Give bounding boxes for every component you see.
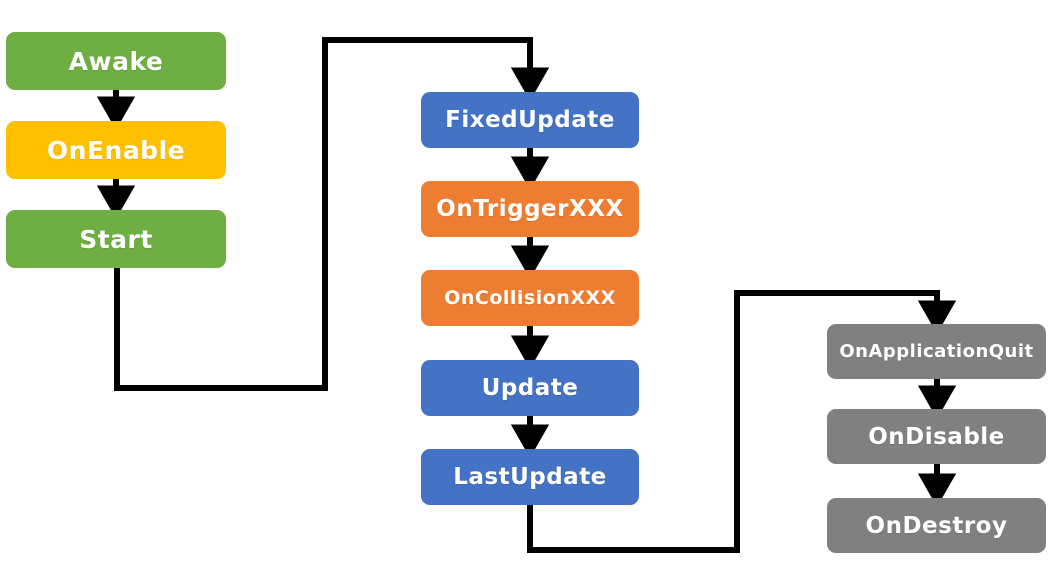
node-label-ondestroy: OnDestroy xyxy=(865,512,1008,539)
node-fixedupdate[interactable]: FixedUpdate xyxy=(421,92,639,148)
node-label-onenable: OnEnable xyxy=(46,135,186,165)
node-start[interactable]: Start xyxy=(6,210,226,268)
node-onenable[interactable]: OnEnable xyxy=(6,121,226,179)
node-oncollisionxxx[interactable]: OnCollisionXXX xyxy=(421,270,639,326)
node-lastupdate[interactable]: LastUpdate xyxy=(421,449,639,505)
node-update[interactable]: Update xyxy=(421,360,639,416)
node-label-ondisable: OnDisable xyxy=(868,423,1005,450)
node-awake[interactable]: Awake xyxy=(6,32,226,90)
node-label-fixedupdate: FixedUpdate xyxy=(445,107,615,133)
node-label-start: Start xyxy=(79,224,153,254)
node-label-awake: Awake xyxy=(68,46,164,76)
node-ondisable[interactable]: OnDisable xyxy=(827,409,1046,464)
node-onapplicationquit[interactable]: OnApplicationQuit xyxy=(827,324,1046,379)
node-ontriggerxxx[interactable]: OnTriggerXXX xyxy=(421,181,639,237)
node-label-ontriggerxxx: OnTriggerXXX xyxy=(436,196,624,222)
node-ondestroy[interactable]: OnDestroy xyxy=(827,498,1046,553)
node-label-oncollisionxxx: OnCollisionXXX xyxy=(444,287,616,309)
node-label-onapplicationquit: OnApplicationQuit xyxy=(839,341,1034,362)
node-label-update: Update xyxy=(481,375,579,401)
node-label-lastupdate: LastUpdate xyxy=(453,464,607,490)
